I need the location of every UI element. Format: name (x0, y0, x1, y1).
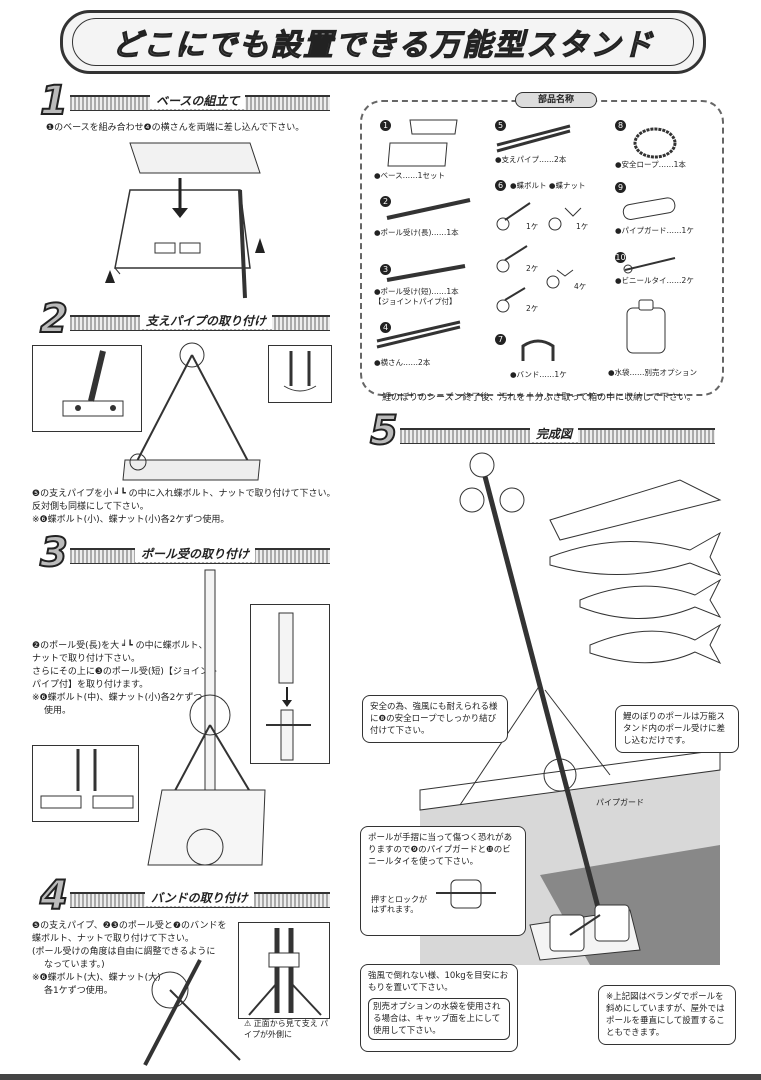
label-pipe-guard: パイプガード (596, 798, 644, 807)
part-number-6: 6 (495, 180, 506, 191)
step-3-number: 3 (39, 529, 69, 577)
title-inner-border: どこにでも設置できる万能型スタンド (72, 18, 694, 66)
step-3-text-4: パイプ付】を取り付けます。 (32, 680, 149, 690)
bottom-rule (0, 1074, 761, 1080)
part-label-vinyl-tie: ●ビニールタイ……2ケ (615, 276, 694, 285)
step-4-text-5: ※❻蝶ボルト(大)、蝶ナット(大) (32, 973, 161, 983)
water-bag-icon (626, 299, 666, 354)
step-1-number: 1 (39, 77, 69, 125)
part-label-crossbar: ●横さん……2本 (374, 358, 431, 367)
step-3-text-1: ❷のポール受(長)を大 ╛┗ の中に蝶ボルト、 (32, 641, 208, 651)
callout-handrail: ポールが手摺に当って傷つく恐れがありますので❾のパイプガードと❿のビニールタイを… (360, 826, 526, 936)
callout-weight-text: 強風で倒れない様、10kgを目安におもりを置いて下さい。 (368, 971, 509, 993)
part-label-pole-long: ●ポール受け(長)……1本 (374, 228, 459, 237)
step-1-text: ❶のベースを組み合わせ❹の横さんを両端に差し込んで下さい。 (46, 123, 305, 133)
step-2-main-illustration (122, 342, 261, 481)
part-number-10: 10 (615, 252, 626, 263)
bolt-small-qty: 2ケ (526, 304, 539, 313)
bolt-medium-qty: 2ケ (526, 264, 539, 273)
support-pipe-icon (496, 124, 571, 153)
base-assembly-illustration (105, 142, 265, 299)
step-2-detail-right (268, 345, 332, 403)
step-4-text-1: ❺の支えパイプ、❷❸のポール受と❼のバンドを (32, 921, 227, 931)
step-4-detail (238, 922, 330, 1019)
callout-safety-rope: 安全の為、強風にも耐えられる様に❽の安全ロープでしっかり結び付けて下さい。 (362, 695, 508, 743)
part-label-band: ●バンド……1ケ (510, 370, 567, 379)
part-number-2: 2 (380, 196, 391, 207)
step-4-warning: ⚠ 正面から見て支え パイプが外側に (244, 1019, 329, 1039)
callout-lock-text: 押すとロックが はずれます。 (371, 895, 427, 914)
step-4-text-3: (ポール受けの角度は自由に調整できるように (32, 947, 216, 957)
part-label-pole-short: ●ポール受け(短)……1本 (374, 287, 459, 296)
pipe-guard-icon (622, 197, 676, 220)
part-label-water-bag: ●水袋……別売オプション (608, 368, 698, 377)
part-number-8: 8 (615, 120, 626, 131)
step-3-title: ポール受の取り付け (135, 545, 256, 562)
nut-small-qty: 4ケ (574, 282, 587, 291)
callout-water-bag-text: 別売オプションの水袋を使用される場合は、キャップ面を上にして使用して下さい。 (368, 998, 510, 1040)
part-label-rope: ●安全ロープ……1本 (615, 160, 686, 169)
step-4-text-4: なっています。) (44, 960, 105, 970)
callout-handrail-text: ポールが手摺に当って傷つく恐れがありますので❾のパイプガードと❿のビニールタイを… (368, 833, 513, 867)
part-number-4: 4 (380, 322, 391, 333)
step-3-text-6: 使用。 (44, 706, 72, 716)
pipe-guard-lock-icon (436, 879, 496, 909)
step-1-title: ベースの組立て (150, 92, 246, 109)
step-3-detail-left (32, 745, 139, 822)
part-label-base: ●ベース……1セット (374, 171, 445, 180)
callout-balcony: ※上記図はベランダでポールを斜めにしていますが、屋外ではポールを垂直にして設置す… (598, 985, 736, 1045)
step-3-main-illustration (147, 569, 266, 866)
step-4-number: 4 (39, 872, 69, 920)
vinyl-tie-icon (623, 257, 676, 274)
part-number-7: 7 (495, 334, 506, 345)
step-3-text-5: ※❻蝶ボルト(中)、蝶ナット(小)各2ケずつ (32, 693, 203, 703)
step-4-text-6: 各1ケずつ使用。 (44, 986, 113, 996)
pole-holder-long-icon (386, 198, 471, 220)
step-4-title: バンドの取り付け (145, 889, 254, 906)
callout-weight: 強風で倒れない様、10kgを目安におもりを置いて下さい。 別売オプションの水袋を… (360, 964, 518, 1052)
step-5-number: 5 (369, 407, 399, 455)
step-2-text-1: ❺の支えパイプを小 ╛┗ の中に入れ蝶ボルト、ナットで取り付けて下さい。 (32, 489, 336, 499)
callout-pole-insert: 鯉のぼりのポールは万能スタンド内のポール受けに差し込むだけです。 (615, 705, 739, 753)
part-label-pole-short-sub: 【ジョイントパイプ付】 (374, 297, 457, 306)
step-3-text-3: さらにその上に❸のポール受(短)【ジョイント (32, 667, 218, 677)
step-2-number: 2 (39, 295, 69, 343)
step-2-text-3: ※❻蝶ボルト(小)、蝶ナット(小)各2ケずつ使用。 (32, 515, 230, 525)
bolt-large-qty: 1ケ (526, 222, 539, 231)
bolt-nut-icons (496, 202, 582, 313)
storage-note: 鯉のぼりのシーズン終了後、汚れを十分ふき取って箱の中に収納して下さい。 (382, 393, 696, 403)
crossbar-icon (376, 320, 461, 349)
nut-large-qty: 1ケ (576, 222, 589, 231)
part-label-pipe-guard: ●パイプガード……1ケ (615, 226, 694, 235)
part-number-9: 9 (615, 182, 626, 193)
band-icon (521, 339, 555, 361)
step-4-text-2: 蝶ボルト、ナットで取り付けて下さい。 (32, 934, 194, 944)
step-3-detail-right (250, 604, 330, 764)
step-2-title: 支えパイプの取り付け (140, 312, 273, 329)
pole-holder-short-icon (386, 264, 466, 282)
step-2-detail-left (32, 345, 142, 432)
page-title: どこにでも設置できる万能型スタンド (111, 28, 655, 64)
step-2-text-2: 反対側も同様にして下さい。 (32, 502, 149, 512)
title-banner: どこにでも設置できる万能型スタンド (60, 10, 706, 74)
part-number-3: 3 (380, 264, 391, 275)
part-label-bolts: ●蝶ボルト ●蝶ナット (510, 181, 586, 190)
part-base-icon (387, 119, 458, 167)
step-5-title: 完成図 (530, 425, 579, 442)
part-number-5: 5 (495, 120, 506, 131)
part-label-support-pipe: ●支えパイプ……2本 (495, 155, 567, 164)
step-3-text-2: ナットで取り付け下さい。 (32, 654, 141, 664)
parts-panel-label: 部品名称 (515, 92, 597, 108)
step-4-main-illustration (143, 959, 241, 1066)
safety-rope-icon (633, 127, 677, 159)
part-number-1: 1 (380, 120, 391, 131)
